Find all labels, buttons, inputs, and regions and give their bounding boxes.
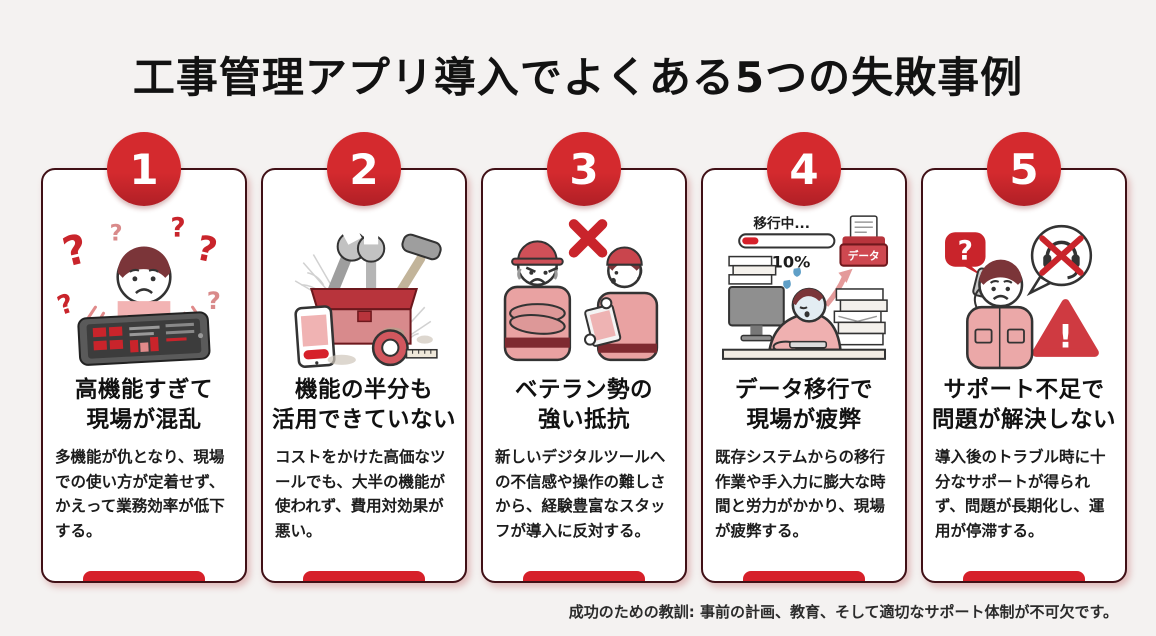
card-number-badge: 4 xyxy=(767,132,841,206)
data-migration-illustration: 移行中... 10% データ xyxy=(703,210,905,372)
card-heading-line: 強い抵抗 xyxy=(537,406,630,433)
keyboard xyxy=(789,340,828,349)
sweat-drop xyxy=(793,267,801,277)
eye xyxy=(132,276,138,282)
card-number-badge: 3 xyxy=(547,132,621,206)
desk xyxy=(721,348,887,360)
eye xyxy=(150,276,156,282)
failure-card-2: 2 xyxy=(261,132,467,583)
worried-caller xyxy=(966,259,1034,370)
card-body-text: 新しいデジタルツールへの不信感や操作の難しさから、経験豊富なスタッフが導入に反対… xyxy=(495,448,666,540)
overloaded-tablet xyxy=(77,311,211,366)
question-mark-icon: ? xyxy=(58,224,92,276)
question-mark-icon: ? xyxy=(110,220,123,246)
card-body-text: 導入後のトラブル時に十分なサポートが得られず、問題が長期化し、運用が停滞する。 xyxy=(935,448,1106,540)
failure-cards-row: 1 ? ? ? ? ? ? xyxy=(41,132,1127,583)
confused-worker-tablet-illustration: ? ? ? ? ? ? xyxy=(43,210,245,372)
unused-toolbox-illustration xyxy=(263,210,465,372)
illustration-svg-1: ? ? ? ? ? ? xyxy=(54,213,221,366)
veteran-resistance-illustration xyxy=(483,210,685,372)
illustration-svg-4: 移行中... 10% データ xyxy=(721,215,889,360)
exhausted-person xyxy=(768,287,842,353)
card-heading-line: データ移行で xyxy=(734,377,873,403)
card-accent-bar xyxy=(743,571,865,581)
card-heading: サポート不足で 問題が解決しない xyxy=(923,376,1125,435)
card-number-badge: 2 xyxy=(327,132,401,206)
brows xyxy=(129,268,159,273)
card-heading: ベテラン勢の 強い抵抗 xyxy=(483,376,685,435)
card-accent-bar xyxy=(83,571,205,581)
tape-measure-icon xyxy=(371,329,438,367)
young-worker-with-tablet xyxy=(584,246,659,362)
card-heading-line: 問題が解決しない xyxy=(931,406,1116,433)
card-accent-bar xyxy=(303,571,425,581)
progress-bar-fill xyxy=(742,237,759,245)
card-heading-line: 機能の半分も xyxy=(294,377,433,403)
toolbox-latch xyxy=(357,310,372,323)
question-bubble-icon: ? xyxy=(945,232,986,277)
wrench-icon xyxy=(324,223,368,305)
progress-bar xyxy=(738,233,836,249)
failure-card-1: 1 ? ? ? ? ? ? xyxy=(41,132,247,583)
illustration-svg-5: ? ! xyxy=(945,224,1099,370)
x-mark-icon xyxy=(568,219,608,258)
card-body-text: 既存システムからの移行作業や手入力に膨大な時間と労力がかかり、現場が疲弊する。 xyxy=(715,448,886,540)
warning-triangle-icon: ! xyxy=(1032,299,1099,357)
sweat-drop xyxy=(783,279,791,289)
crossed-headset-bubble-icon xyxy=(1026,224,1093,297)
page-title: 工事管理アプリ導入でよくある5つの失敗事例 xyxy=(132,53,1024,102)
success-lesson-footer: 成功のための教訓: 事前の計画、教育、そして適切なサポート体制が不可欠です。 xyxy=(568,603,1118,621)
failure-card-4: 4 移行中... 10% データ xyxy=(701,132,907,583)
card-heading-line: 現場が混乱 xyxy=(86,406,202,433)
veteran-worker xyxy=(503,240,572,362)
sad-mouth xyxy=(135,288,153,295)
card-accent-bar xyxy=(523,571,645,581)
illustration-svg-3 xyxy=(503,219,659,362)
phone-icon xyxy=(294,305,336,368)
card-heading-line: サポート不足で xyxy=(943,377,1105,403)
question-mark-icon: ? xyxy=(958,237,973,267)
up-arrow-head xyxy=(838,268,853,283)
no-support-illustration: ? ! xyxy=(923,210,1125,372)
question-mark-icon: ? xyxy=(207,286,221,315)
paper-stack-right xyxy=(833,288,888,346)
question-mark-icon: ? xyxy=(54,289,78,322)
paper-stack-left xyxy=(728,255,777,285)
progress-percent-label: 10% xyxy=(772,253,811,272)
card-heading: 機能の半分も 活用できていない xyxy=(263,376,465,435)
card-number-badge: 1 xyxy=(107,132,181,206)
card-heading-line: 高機能すぎて xyxy=(74,377,213,403)
card-heading: データ移行で 現場が疲弊 xyxy=(703,376,905,435)
dust xyxy=(327,354,356,365)
computer-monitor xyxy=(728,285,785,342)
illustration-svg-2 xyxy=(294,223,442,368)
card-heading-line: 現場が疲弊 xyxy=(746,406,862,433)
x-mark-icon xyxy=(1039,235,1084,276)
question-mark-icon: ? xyxy=(193,228,221,271)
card-body-text: コストをかけた高価なツールでも、大半の機能が使われず、費用対効果が悪い。 xyxy=(275,448,446,540)
data-folder-icon: データ xyxy=(839,215,889,267)
card-heading-line: 活用できていない xyxy=(271,406,456,433)
failure-card-3: 3 xyxy=(481,132,687,583)
question-mark-icon: ? xyxy=(170,213,185,243)
card-number-badge: 5 xyxy=(987,132,1061,206)
exclamation-mark-icon: ! xyxy=(1058,318,1073,356)
card-heading-line: ベテラン勢の xyxy=(514,377,653,403)
shirt xyxy=(117,301,171,318)
failure-card-5: 5 ? xyxy=(921,132,1127,583)
folder-label: データ xyxy=(848,250,880,263)
migration-progress-label: 移行中... xyxy=(753,215,810,232)
dust xyxy=(416,335,433,344)
card-body-text: 多機能が仇となり、現場での使い方が定着せず、かえって業務効率が低下する。 xyxy=(55,448,225,540)
card-accent-bar xyxy=(963,571,1085,581)
card-heading: 高機能すぎて 現場が混乱 xyxy=(43,376,245,435)
